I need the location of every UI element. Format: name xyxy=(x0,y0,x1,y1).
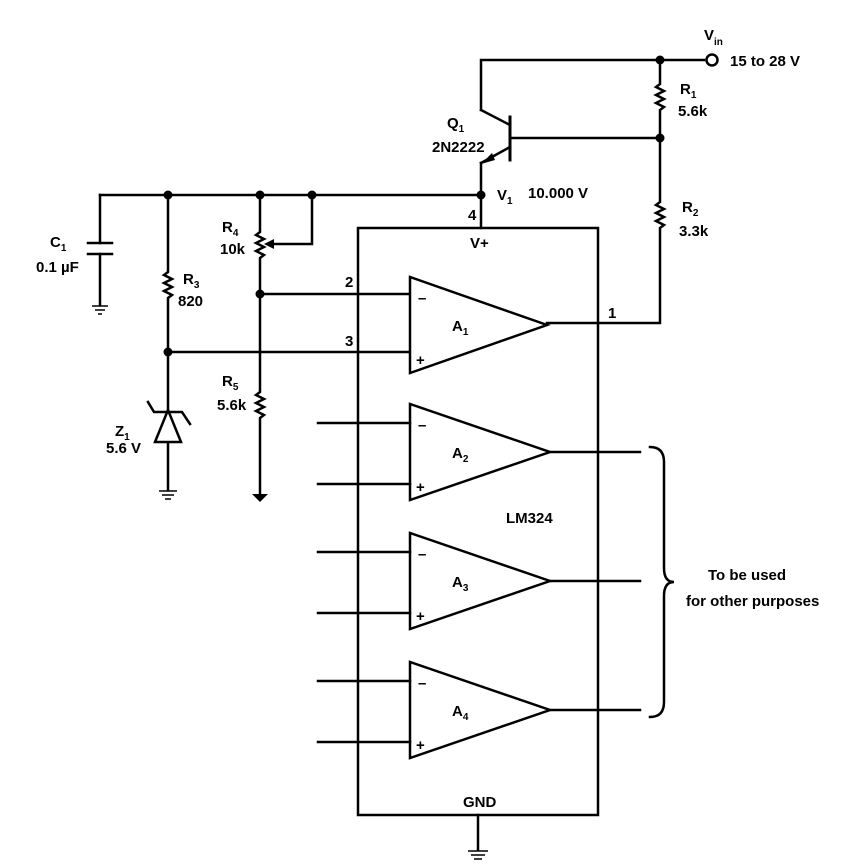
r1-value: 5.6k xyxy=(678,103,708,120)
r3-label: R3 xyxy=(183,271,200,291)
z1-label: Z1 xyxy=(115,423,130,443)
note-line-2: for other purposes xyxy=(686,593,819,610)
minus-sign: – xyxy=(418,290,426,307)
op-amp-label: A1 xyxy=(452,318,469,338)
z1-value: 5.6 V xyxy=(106,440,141,457)
vin-label: Vin xyxy=(704,27,723,48)
c1-label: C1 xyxy=(50,234,67,254)
op-amp-a2: – + A2 xyxy=(316,402,642,502)
q1-label: Q1 xyxy=(447,115,465,135)
ground-icon xyxy=(92,305,108,315)
plus-sign: + xyxy=(416,737,425,754)
gnd-label: GND xyxy=(463,794,497,811)
v1-label: V1 xyxy=(497,187,513,207)
minus-sign: – xyxy=(418,417,426,434)
r5-value: 5.6k xyxy=(217,397,247,414)
c1-value: 0.1 µF xyxy=(36,259,79,276)
potentiometer-r4 xyxy=(253,193,412,299)
r2-label: R2 xyxy=(682,199,699,219)
resistor-r1 xyxy=(653,58,667,140)
op-amp-a4: – + A4 xyxy=(316,660,642,760)
op-amp-a1: – + A1 xyxy=(408,275,551,375)
pin-2-label: 2 xyxy=(345,274,353,291)
transistor-q1 xyxy=(476,108,665,230)
minus-sign: – xyxy=(418,675,426,692)
zener-z1 xyxy=(146,350,192,500)
vin-range: 15 to 28 V xyxy=(730,53,800,70)
r4-label: R4 xyxy=(222,219,239,239)
resistor-r3 xyxy=(161,193,412,357)
ground-icon xyxy=(468,813,488,860)
pin-3-label: 3 xyxy=(345,333,353,350)
resistor-r5 xyxy=(252,292,268,502)
pin-1-label: 1 xyxy=(608,305,616,322)
minus-sign: – xyxy=(418,546,426,563)
vplus-label: V+ xyxy=(470,235,489,252)
r1-label: R1 xyxy=(680,81,697,101)
op-amp-label: A3 xyxy=(452,574,469,594)
brace xyxy=(648,445,675,719)
q1-part: 2N2222 xyxy=(432,139,485,156)
pin-4-label: 4 xyxy=(468,207,477,224)
plus-sign: + xyxy=(416,608,425,625)
plus-sign: + xyxy=(416,352,425,369)
r2-value: 3.3k xyxy=(679,223,709,240)
r3-value: 820 xyxy=(178,293,203,310)
op-amp-label: A4 xyxy=(452,703,469,723)
ground-icon xyxy=(159,490,177,500)
op-amp-label: A2 xyxy=(452,445,469,465)
r5-label: R5 xyxy=(222,373,239,393)
note-line-1: To be used xyxy=(708,567,786,584)
op-amp-a3: – + A3 xyxy=(316,531,642,631)
chip-name: LM324 xyxy=(506,510,553,527)
capacitor-c1 xyxy=(86,193,114,315)
v1-value: 10.000 V xyxy=(528,185,588,202)
plus-sign: + xyxy=(416,479,425,496)
resistor-r2 xyxy=(545,136,667,325)
r4-value: 10k xyxy=(220,241,246,258)
